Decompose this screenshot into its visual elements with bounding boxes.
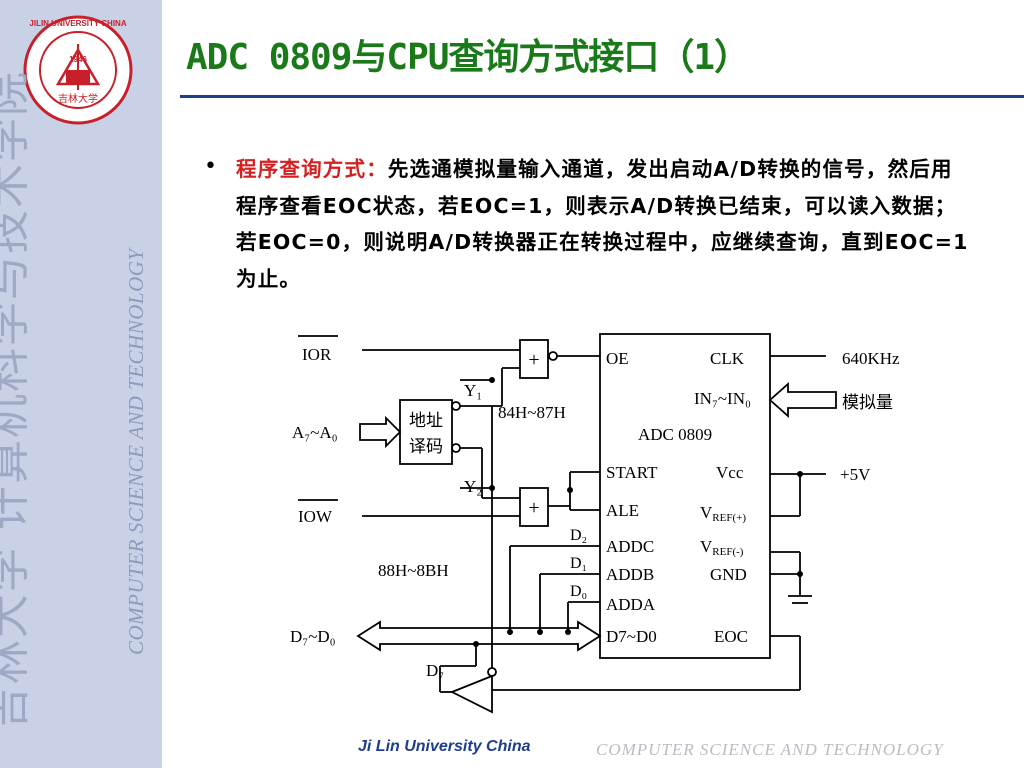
pin-addc: ADDC xyxy=(606,537,654,556)
pin-d7d0: D7~D0 xyxy=(606,627,657,646)
a-bus-label: A₇~A₀ xyxy=(292,423,338,442)
decoder-label-line2: 译码 xyxy=(409,437,443,456)
adc-chip-box xyxy=(599,333,771,659)
pin-start: START xyxy=(606,463,658,482)
logo-bottom-text: 吉林大学 xyxy=(58,92,98,105)
iow-label: IOW xyxy=(298,507,333,526)
pin-vref-neg-v: V xyxy=(700,537,713,556)
pin-vref-neg-sub: REF(-) xyxy=(712,546,744,558)
address-range-1: 84H~87H xyxy=(498,403,566,422)
pin-vcc: Vcc xyxy=(716,463,744,482)
pin-oe: OE xyxy=(606,349,629,368)
d7-label: D₇ xyxy=(426,661,444,680)
address-range-2: 88H~8BH xyxy=(378,561,449,580)
pin-gnd: GND xyxy=(710,565,747,584)
pin-adda: ADDA xyxy=(606,595,656,614)
title-divider xyxy=(180,95,1024,98)
footer-university: Ji Lin University China xyxy=(358,738,531,755)
university-logo: JILIN UNIVERSITY CHINA 1946 吉林大学 xyxy=(23,15,133,125)
pin-vref-pos-sub: REF(+) xyxy=(712,512,746,524)
adc-interface-diagram: IOR IOW A₇~A₀ D₇~D₀ 地址 译码 Y₁ Y₂ 84H~87H … xyxy=(290,333,900,714)
clk-frequency: 640KHz xyxy=(842,349,900,368)
pin-vref-pos: VREF(+) xyxy=(700,503,746,524)
ior-label: IOR xyxy=(302,345,332,364)
or-gate-1-symbol: + xyxy=(528,349,539,371)
d-bus-label: D₇~D₀ xyxy=(290,627,336,646)
page-title: ADC 0809与CPU查询方式接口（1） xyxy=(186,37,750,78)
bullet-icon: • xyxy=(204,154,217,179)
sidebar: JILIN UNIVERSITY CHINA 1946 吉林大学 吉林大学 计算… xyxy=(0,0,162,768)
logo-year: 1946 xyxy=(69,55,87,64)
decoder-label-line1: 地址 xyxy=(409,411,443,430)
analog-input-label: 模拟量 xyxy=(842,393,893,412)
y1-label: Y₁ xyxy=(464,381,482,400)
pin-vref-neg: VREF(-) xyxy=(700,537,744,558)
d1-label: D₁ xyxy=(570,555,587,572)
watermark-english: COMPUTER SCIENCE AND TECHNOLOGY xyxy=(124,248,148,655)
pin-vref-pos-v: V xyxy=(700,503,713,522)
pin-eoc: EOC xyxy=(714,627,748,646)
supply-voltage: +5V xyxy=(840,465,871,484)
bullet-paragraph: 程序查询方式：先选通模拟量输入通道，发出启动A/D转换的信号，然后用程序查看EO… xyxy=(236,151,971,297)
bullet-lead: 程序查询方式： xyxy=(236,157,388,181)
d0-label: D₀ xyxy=(570,583,587,600)
d2-label: D₂ xyxy=(570,527,587,544)
chip-name: ADC 0809 xyxy=(638,425,712,444)
or-gate-2-symbol: + xyxy=(528,497,539,519)
logo-top-text: JILIN UNIVERSITY CHINA xyxy=(29,19,126,28)
pin-in: IN₇~IN₀ xyxy=(694,389,751,408)
pin-ale: ALE xyxy=(606,501,639,520)
y2-label: Y₂ xyxy=(464,477,482,496)
pin-addb: ADDB xyxy=(606,565,654,584)
bullet-text: 先选通模拟量输入通道，发出启动A/D转换的信号，然后用程序查看EOC状态，若EO… xyxy=(236,157,969,291)
watermark-chinese: 吉林大学 计算机科学与技术学院 xyxy=(0,70,34,730)
footer-department: COMPUTER SCIENCE AND TECHNOLOGY xyxy=(596,740,944,759)
pin-clk: CLK xyxy=(710,349,745,368)
